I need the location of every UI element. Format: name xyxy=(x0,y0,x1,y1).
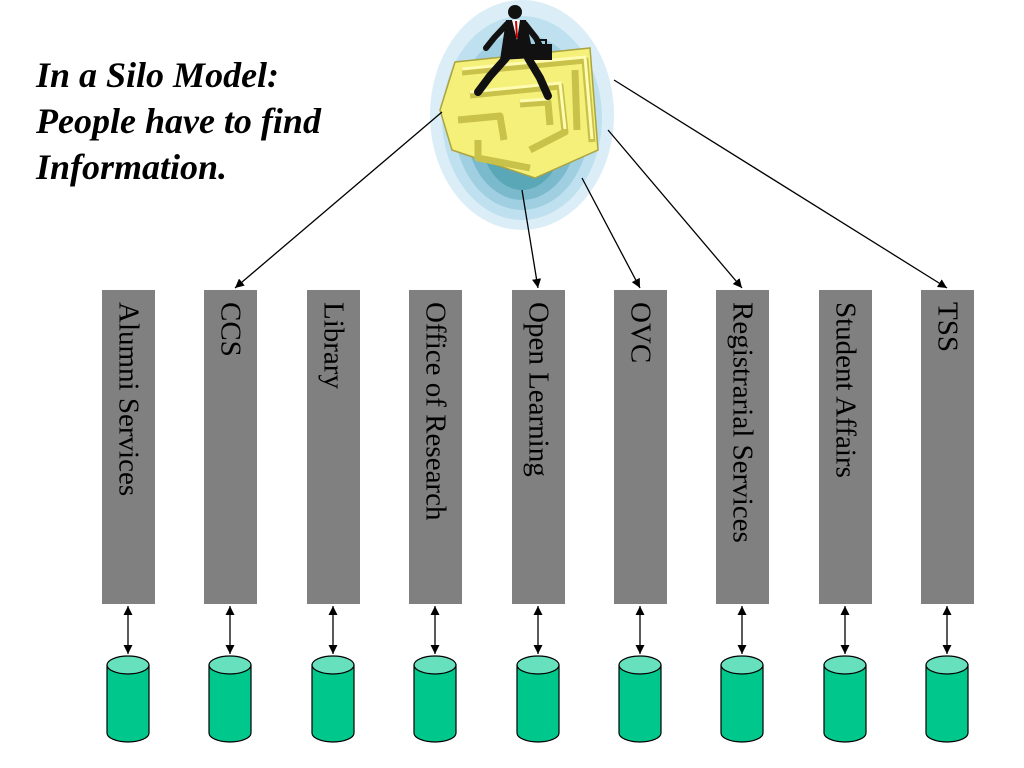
silo-label: Open Learning xyxy=(522,302,555,477)
database-icon xyxy=(106,655,150,743)
arrow-to-silo xyxy=(607,129,743,289)
database-icon xyxy=(208,655,252,743)
database-layer xyxy=(106,606,969,743)
silo-registrarial-services: Registrarial Services xyxy=(716,290,769,604)
silo-label: TSS xyxy=(931,302,964,352)
arrow-to-silo xyxy=(521,189,542,289)
arrow-to-silo xyxy=(234,111,443,289)
silo-tss: TSS xyxy=(921,290,974,604)
database-icon xyxy=(413,655,457,743)
silo-alumni-services: Alumni Services xyxy=(102,290,155,604)
arrow-to-silo xyxy=(581,177,641,289)
database-icon xyxy=(516,655,560,743)
database-icon xyxy=(823,655,867,743)
top-arrows xyxy=(234,79,948,289)
silo-office-of-research: Office of Research xyxy=(409,290,462,604)
silo-label: Alumni Services xyxy=(112,302,145,497)
silo-label: Student Affairs xyxy=(829,302,862,478)
database-icon xyxy=(311,655,355,743)
silo-open-learning: Open Learning xyxy=(512,290,565,604)
title-line-2: People have to find xyxy=(36,101,321,141)
database-icon xyxy=(618,655,662,743)
silo-ovc: OVC xyxy=(614,290,667,604)
silo-label: OVC xyxy=(624,302,657,364)
arrow-to-silo xyxy=(613,79,948,289)
silo-label: Office of Research xyxy=(419,302,452,521)
title-line-3: Information. xyxy=(36,147,228,187)
businessman-in-maze-icon xyxy=(430,0,614,230)
database-icon xyxy=(720,655,764,743)
silo-student-affairs: Student Affairs xyxy=(819,290,872,604)
title-line-1: In a Silo Model: xyxy=(36,55,280,95)
slide-title: In a Silo Model: People have to find Inf… xyxy=(36,52,321,190)
silo-ccs: CCS xyxy=(204,290,257,604)
database-icon xyxy=(925,655,969,743)
silo-label: Library xyxy=(317,302,350,389)
silo-label: Registrarial Services xyxy=(726,302,759,543)
silo-library: Library xyxy=(307,290,360,604)
silo-label: CCS xyxy=(214,302,247,357)
